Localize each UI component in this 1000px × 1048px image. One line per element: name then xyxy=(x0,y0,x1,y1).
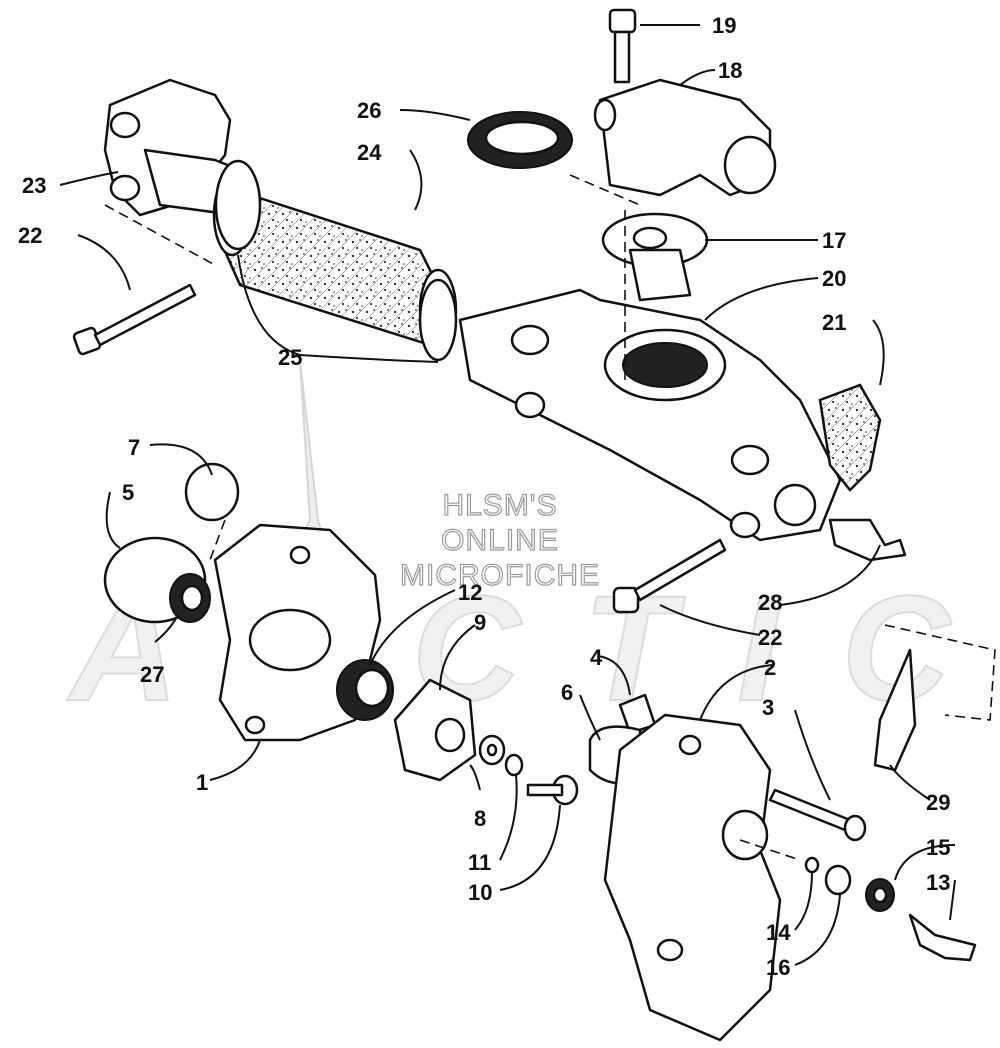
part-19-bolt xyxy=(608,8,637,84)
callout-29: 29 xyxy=(926,790,950,815)
callout-25: 25 xyxy=(278,345,302,370)
part-26-seal xyxy=(467,111,573,169)
part-8-washer xyxy=(478,734,506,766)
part-28-temp-sensor xyxy=(828,518,907,562)
part-10-screw xyxy=(526,774,579,806)
part-16-washer xyxy=(824,864,852,896)
part-17-thermostat xyxy=(601,212,709,302)
callout-24: 24 xyxy=(357,140,382,165)
callout-17: 17 xyxy=(822,228,846,253)
part-3-bolt xyxy=(768,788,867,842)
callout-21: 21 xyxy=(822,310,846,335)
part-9-impeller xyxy=(393,678,477,782)
watermark-line3: MICROFICHE xyxy=(400,559,600,592)
callout-4: 4 xyxy=(590,645,603,670)
part-22-bolt-lower xyxy=(612,538,727,614)
callout-12: 12 xyxy=(458,580,482,605)
callout-1: 1 xyxy=(196,770,208,795)
callout-19: 19 xyxy=(712,13,736,38)
callout-5: 5 xyxy=(122,480,134,505)
callout-22-lower: 22 xyxy=(758,625,782,650)
callout-20: 20 xyxy=(822,266,846,291)
callout-18: 18 xyxy=(718,58,742,83)
callout-23: 23 xyxy=(22,173,46,198)
part-18-cap-elbow xyxy=(593,78,777,197)
callout-6: 6 xyxy=(561,680,573,705)
part-20-thermostat-housing xyxy=(458,288,842,542)
part-25-clamp-right xyxy=(418,278,458,362)
watermark-line2: ONLINE xyxy=(441,524,559,557)
watermark-line1: HLSM'S xyxy=(442,489,557,522)
callout-2: 2 xyxy=(764,655,776,680)
callout-16: 16 xyxy=(766,955,790,980)
part-27-bearing xyxy=(169,573,211,623)
part-25-clamp-left xyxy=(214,159,262,251)
assembly-guides xyxy=(104,174,996,861)
callout-9: 9 xyxy=(474,610,486,635)
callout-14: 14 xyxy=(766,920,791,945)
callout-27: 27 xyxy=(140,662,164,687)
callout-26: 26 xyxy=(357,98,381,123)
callout-28: 28 xyxy=(758,590,782,615)
callout-10: 10 xyxy=(468,880,492,905)
leader-lines xyxy=(59,24,956,966)
part-21-gasket xyxy=(818,383,882,492)
part-15-washer xyxy=(865,878,895,912)
callout-3: 3 xyxy=(762,695,774,720)
callout-15: 15 xyxy=(926,835,950,860)
callout-8: 8 xyxy=(474,806,486,831)
callout-11: 11 xyxy=(468,850,491,875)
callout-13: 13 xyxy=(926,870,950,895)
callout-labels: 19 18 26 24 23 22 17 20 21 25 7 5 12 9 2… xyxy=(18,13,950,980)
part-14-small-washer xyxy=(804,856,820,874)
callout-22-upper: 22 xyxy=(18,223,42,248)
part-7-o-ring xyxy=(184,462,240,522)
callout-7: 7 xyxy=(128,435,140,460)
part-12-mechanical-seal xyxy=(336,659,394,721)
part-13-drain-bolt xyxy=(908,913,977,962)
part-22-bolt-upper xyxy=(72,283,197,356)
part-2-pump-cover xyxy=(603,713,782,1042)
part-11-lock-washer xyxy=(504,753,524,777)
part-29-tie-strap xyxy=(873,648,917,772)
watermark: ARCTIC HLSM'S ONLINE MICROFICHE xyxy=(65,359,954,733)
